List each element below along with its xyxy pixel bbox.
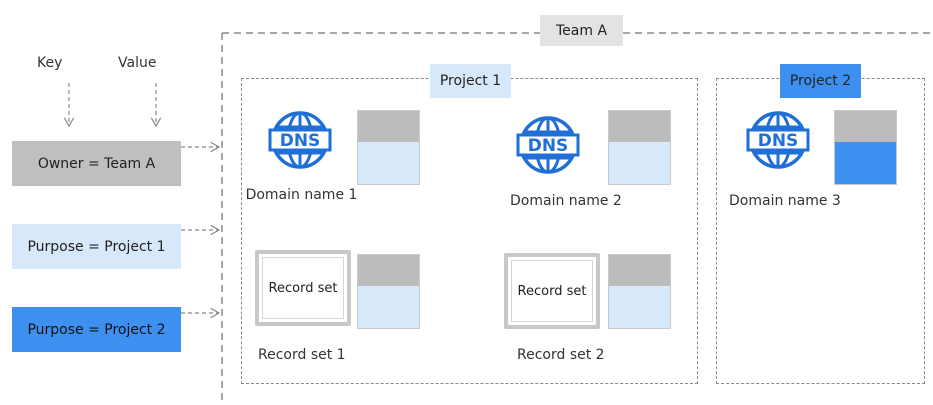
- dns-icon: DNS: [513, 110, 583, 180]
- record-set-icon: Record set: [504, 253, 600, 329]
- record-set-2-label: Record set 2: [517, 347, 605, 363]
- domain-name-3: Domain name 3: [729, 193, 841, 209]
- project-2-label: Project 2: [780, 64, 861, 98]
- tag-swatch: [608, 110, 671, 185]
- record-set-icon-text: Record set: [517, 283, 587, 299]
- tag-owner: Owner = Team A: [12, 141, 181, 186]
- tag-swatch: [357, 254, 420, 329]
- value-label: Value: [118, 55, 157, 71]
- domain-name-1: Domain name 1: [245, 187, 358, 203]
- dns-icon-text: DNS: [280, 131, 321, 151]
- tag-purpose-project-2: Purpose = Project 2: [12, 307, 181, 352]
- tag-swatch: [608, 254, 671, 329]
- tag-swatch: [357, 110, 420, 185]
- dns-icon: DNS: [743, 105, 813, 175]
- team-label: Team A: [540, 15, 623, 46]
- record-set-icon: Record set: [255, 250, 351, 326]
- domain-name-2: Domain name 2: [510, 193, 622, 209]
- dns-icon: DNS: [265, 105, 335, 175]
- record-set-icon-text: Record set: [268, 280, 338, 296]
- tag-swatch: [834, 110, 897, 185]
- tag-purpose-project-1: Purpose = Project 1: [12, 224, 181, 269]
- key-label: Key: [37, 55, 63, 71]
- dns-icon-text: DNS: [528, 136, 569, 156]
- dns-icon-text: DNS: [758, 131, 799, 151]
- record-set-1-label: Record set 1: [258, 347, 346, 363]
- project-1-label: Project 1: [430, 64, 511, 98]
